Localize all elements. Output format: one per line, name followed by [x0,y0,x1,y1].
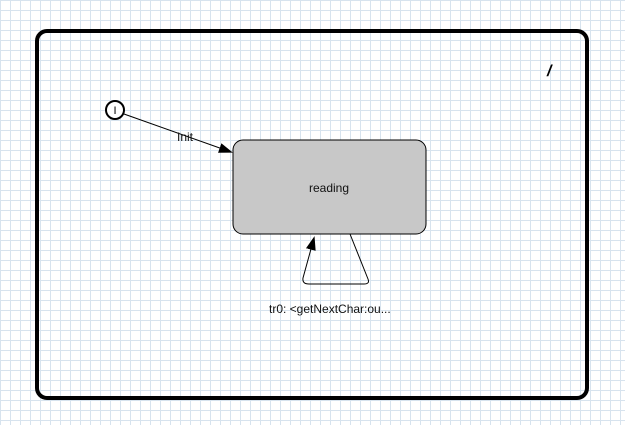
transition-tr0-arrow[interactable] [302,233,369,285]
state-machine-region[interactable] [35,29,589,400]
transition-init-label[interactable]: Init [177,130,194,144]
state-reading-name: reading [309,181,349,195]
state-reading[interactable]: reading [232,139,427,235]
initial-pseudostate-symbol: I [113,105,116,117]
transition-init-arrow[interactable] [123,113,233,153]
transition-tr0-label[interactable]: tr0: <getNextChar:ou... [269,302,391,316]
region-name: / [546,63,553,80]
initial-pseudostate-circle [105,100,125,120]
initial-pseudostate[interactable]: I [105,100,125,120]
state-reading-box [232,139,427,235]
